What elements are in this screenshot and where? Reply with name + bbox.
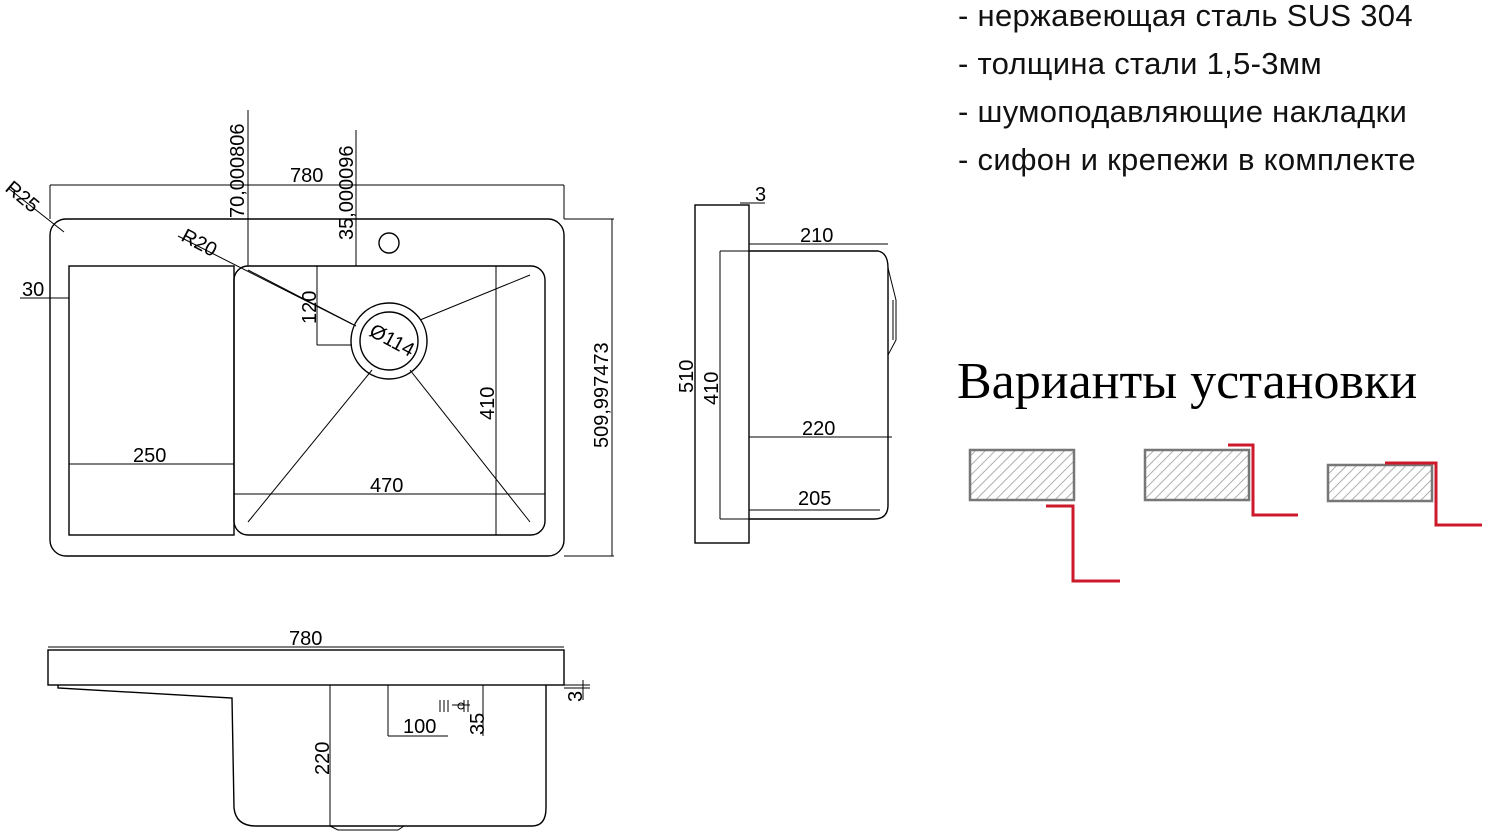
variant-overmount (1143, 443, 1298, 517)
side-rim (694, 204, 750, 544)
side-bowl-height-label: 410 (701, 372, 723, 405)
installation-variants (968, 443, 1482, 583)
front-overflow-offset-label: 100 (403, 716, 436, 738)
spec-material: - нержавеющая сталь SUS 304 (958, 0, 1413, 33)
top-view: 780 30 R25 R20 70,000806 35,000096 120 Ø… (1, 110, 614, 557)
front-depth-label: 220 (312, 742, 334, 775)
bowl-depth-label: 410 (477, 387, 499, 420)
corner-radius-label: R25 (1, 177, 43, 217)
bowl-outline (233, 265, 546, 536)
front-rim-label: 3 (565, 691, 587, 702)
drain-inner (359, 311, 419, 371)
sink-outline (49, 218, 565, 557)
front-view: 780 100 35 220 3 (47, 628, 590, 831)
front-overflow-height-label: 35 (467, 713, 489, 735)
drainboard-outline (68, 265, 235, 536)
spec-thickness: - толщина стали 1,5-3мм (958, 46, 1323, 81)
side-top-depth-label: 210 (800, 225, 833, 247)
variant-flush (1326, 461, 1482, 527)
front-width-label: 780 (289, 628, 322, 650)
front-bowl-profile (57, 685, 547, 827)
faucet-offset-x-label: 70,000806 (227, 123, 249, 218)
side-bowl-profile (749, 250, 889, 520)
overflow-symbol (439, 700, 470, 712)
inner-radius-label: R20 (178, 225, 221, 262)
left-margin-label: 30 (22, 279, 44, 301)
front-rim (47, 649, 565, 686)
variants-title: Варианты установки (957, 353, 1418, 410)
bowl-width-label: 470 (370, 475, 403, 497)
side-rim-label: 3 (755, 184, 766, 206)
total-height-label: 509,997473 (591, 342, 613, 448)
drainboard-width-label: 250 (133, 445, 166, 467)
top-width-label: 780 (290, 165, 323, 187)
drain-diameter-label: Ø114 (366, 320, 418, 362)
drain-outer (350, 302, 428, 380)
variant-undermount (968, 448, 1120, 583)
side-total-height-label: 510 (676, 360, 698, 393)
faucet-offset-y-label: 35,000096 (336, 145, 358, 240)
drain-offset-label: 120 (299, 291, 321, 324)
side-mid-depth-label: 220 (802, 418, 835, 440)
side-view: 3 210 510 410 220 205 (676, 184, 897, 544)
faucet-hole (378, 232, 400, 254)
side-bottom-depth-label: 205 (798, 488, 831, 510)
spec-siphon: - сифон и крепежи в комплекте (958, 142, 1416, 177)
spec-noise-pads: - шумоподавляющие накладки (958, 94, 1408, 129)
